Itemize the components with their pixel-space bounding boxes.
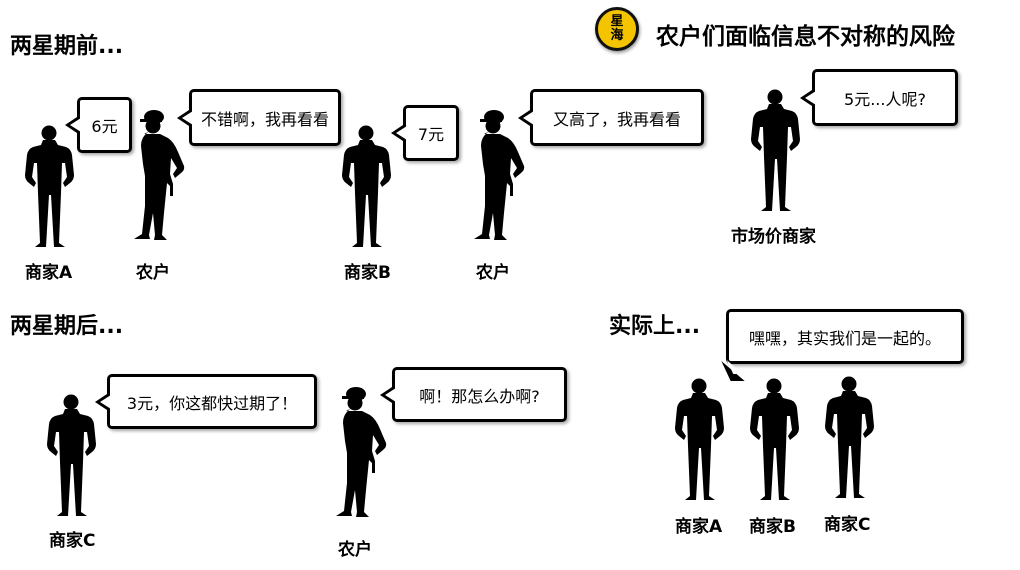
page-title: 农户们面临信息不对称的风险 [656,24,955,50]
speech-bubble-b-price: 7元 [391,105,459,161]
section-heading-before: 两星期前... [10,34,124,59]
logo-char: 星 [610,14,624,29]
speech-bubble-farmer-reply2: 又高了，我再看看 [518,89,704,146]
speech-bubble-together: 嘿嘿，其实我们是一起的。 [726,309,964,364]
merchant-b-silhouette [749,377,799,502]
farmer-label: 农户 [136,263,170,283]
merchant-b-silhouette [341,124,391,249]
speech-bubble-farmer-reply3: 啊！那怎么办啊? [380,367,567,422]
section-heading-actually: 实际上... [609,314,701,339]
market-merchant-label: 市场价商家 [731,227,816,247]
speech-bubble-farmer-reply1: 不错啊，我再看看 [177,89,341,146]
merchant-c-label: 商家C [49,531,96,551]
farmer-label: 农户 [338,540,372,560]
merchant-a-label: 商家A [675,517,723,537]
merchant-c-silhouette [46,393,96,518]
speech-bubble-c-price: 3元，你这都快过期了！ [95,374,317,429]
merchant-a-label: 商家A [25,263,73,283]
logo-char: 海 [610,28,624,43]
merchant-c-label: 商家C [824,515,871,535]
farmer-silhouette [122,108,186,250]
merchant-a-silhouette [674,377,724,502]
farmer-silhouette [462,108,526,250]
market-merchant-silhouette [750,88,800,213]
speech-bubble-market: 5元...人呢? [800,69,958,126]
farmer-silhouette [324,385,388,527]
merchant-a-silhouette [24,124,74,249]
merchant-c-silhouette [824,375,874,500]
xinghai-logo: 星海 [595,7,639,51]
speech-bubble-a-price: 6元 [65,97,132,153]
section-heading-after: 两星期后... [10,314,124,339]
merchant-b-label: 商家B [344,263,391,283]
merchant-b-label: 商家B [749,517,796,537]
farmer-label: 农户 [476,263,510,283]
